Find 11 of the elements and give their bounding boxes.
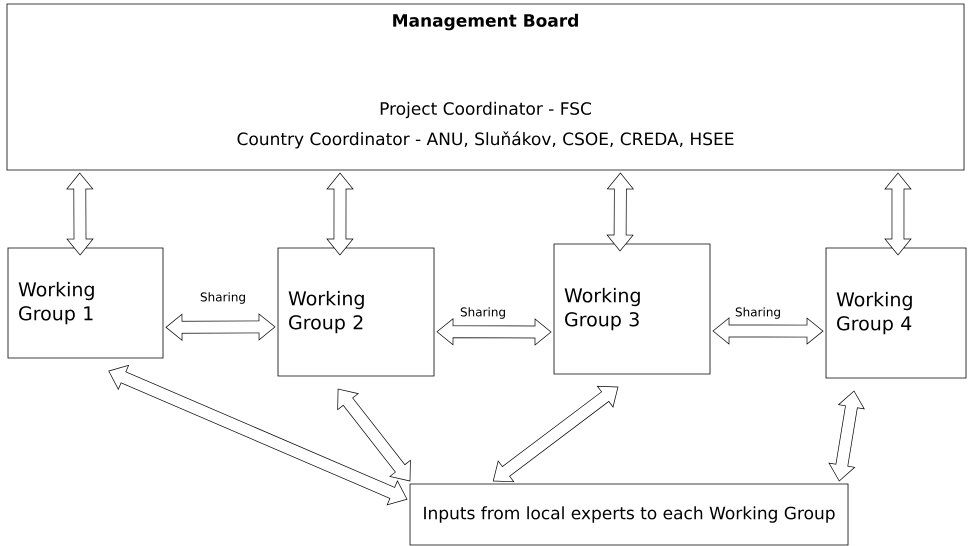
box: Working Group 2 [278,248,434,376]
edge-label: Sharing [458,306,508,320]
box: Working Group 1 [8,248,164,358]
box: Inputs from local experts to each Working Group [410,484,848,546]
box: Working Group 3 [554,244,710,374]
edge-label: Sharing [198,291,248,305]
box: Management Board Project Coordinator - FSC Country Coordinator - ANU, Sluňákov, CSOE, CREDA, HSEE [6,4,964,170]
edge-label: Sharing [734,306,782,320]
block-arrow [337,388,411,482]
box: Working Group 4 [826,248,966,378]
block-arrow [492,386,618,482]
